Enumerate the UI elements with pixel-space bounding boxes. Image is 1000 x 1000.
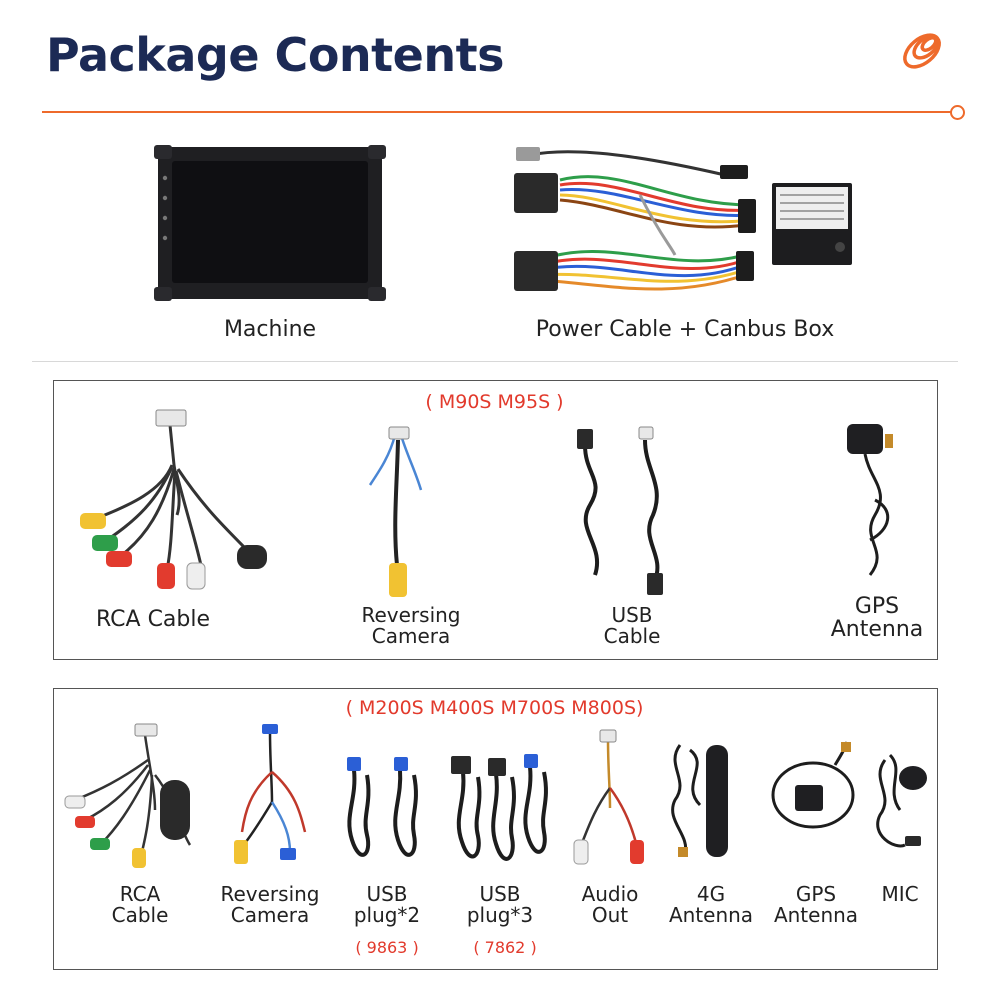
rca-cable-icon — [80, 409, 267, 590]
model-list-label: ( M90S M95S ) — [425, 391, 564, 413]
rca-cable-label-2: RCA Cable — [111, 882, 169, 927]
usb-plug-3-label: USB plug*3 — [466, 882, 534, 927]
usb-plug-2-label: USB plug*2 — [353, 882, 421, 927]
usb-plug-icon — [347, 757, 418, 857]
usb-plug-icon-2 — [451, 754, 548, 861]
orange-spiral-logo-icon — [903, 33, 941, 69]
machine-label: Machine — [223, 317, 317, 342]
reversing-camera-cable-icon-2 — [234, 724, 307, 864]
usb-cable-label: USB Cable — [603, 603, 661, 648]
accessory-group-m90s-m95s — [53, 380, 938, 660]
microphone-label: MIC — [881, 882, 919, 906]
audio-out-cable-icon — [573, 729, 644, 865]
4g-antenna-icon — [671, 744, 728, 857]
gps-antenna-icon-2 — [771, 741, 855, 829]
usb-plug-3-part-number: ( 7862 ) — [473, 938, 537, 957]
head-unit-icon — [154, 145, 386, 301]
header-divider — [42, 111, 952, 113]
usb-plug-2-part-number: ( 9863 ) — [355, 938, 419, 957]
gps-antenna-label-2: GPS Antenna — [773, 882, 859, 927]
reversing-camera-label: Reversing Camera — [361, 603, 461, 648]
page-title: Package Contents — [46, 28, 504, 82]
reversing-camera-label-2: Reversing Camera — [220, 882, 320, 927]
model-list-label-2: ( M200S M400S M700S M800S) — [345, 697, 644, 719]
4g-antenna-label: 4G Antenna — [668, 882, 754, 927]
audio-out-label: Audio Out — [581, 882, 639, 927]
microphone-icon — [876, 753, 927, 848]
power-cable-canbus-icon — [514, 147, 852, 291]
gps-antenna-label: GPS Antenna — [830, 594, 924, 643]
usb-cable-icon — [577, 426, 663, 595]
reversing-camera-cable-icon — [368, 426, 423, 597]
accessory-group-m200s-m400s-m700s-m800s — [53, 688, 938, 970]
rca-cable-icon-2 — [64, 723, 192, 868]
divider-endpoint — [950, 105, 965, 120]
power-cable-canbus-label: Power Cable + Canbus Box — [535, 317, 835, 342]
section-divider — [32, 361, 958, 362]
rca-cable-label: RCA Cable — [95, 607, 211, 632]
gps-antenna-icon — [847, 424, 893, 576]
